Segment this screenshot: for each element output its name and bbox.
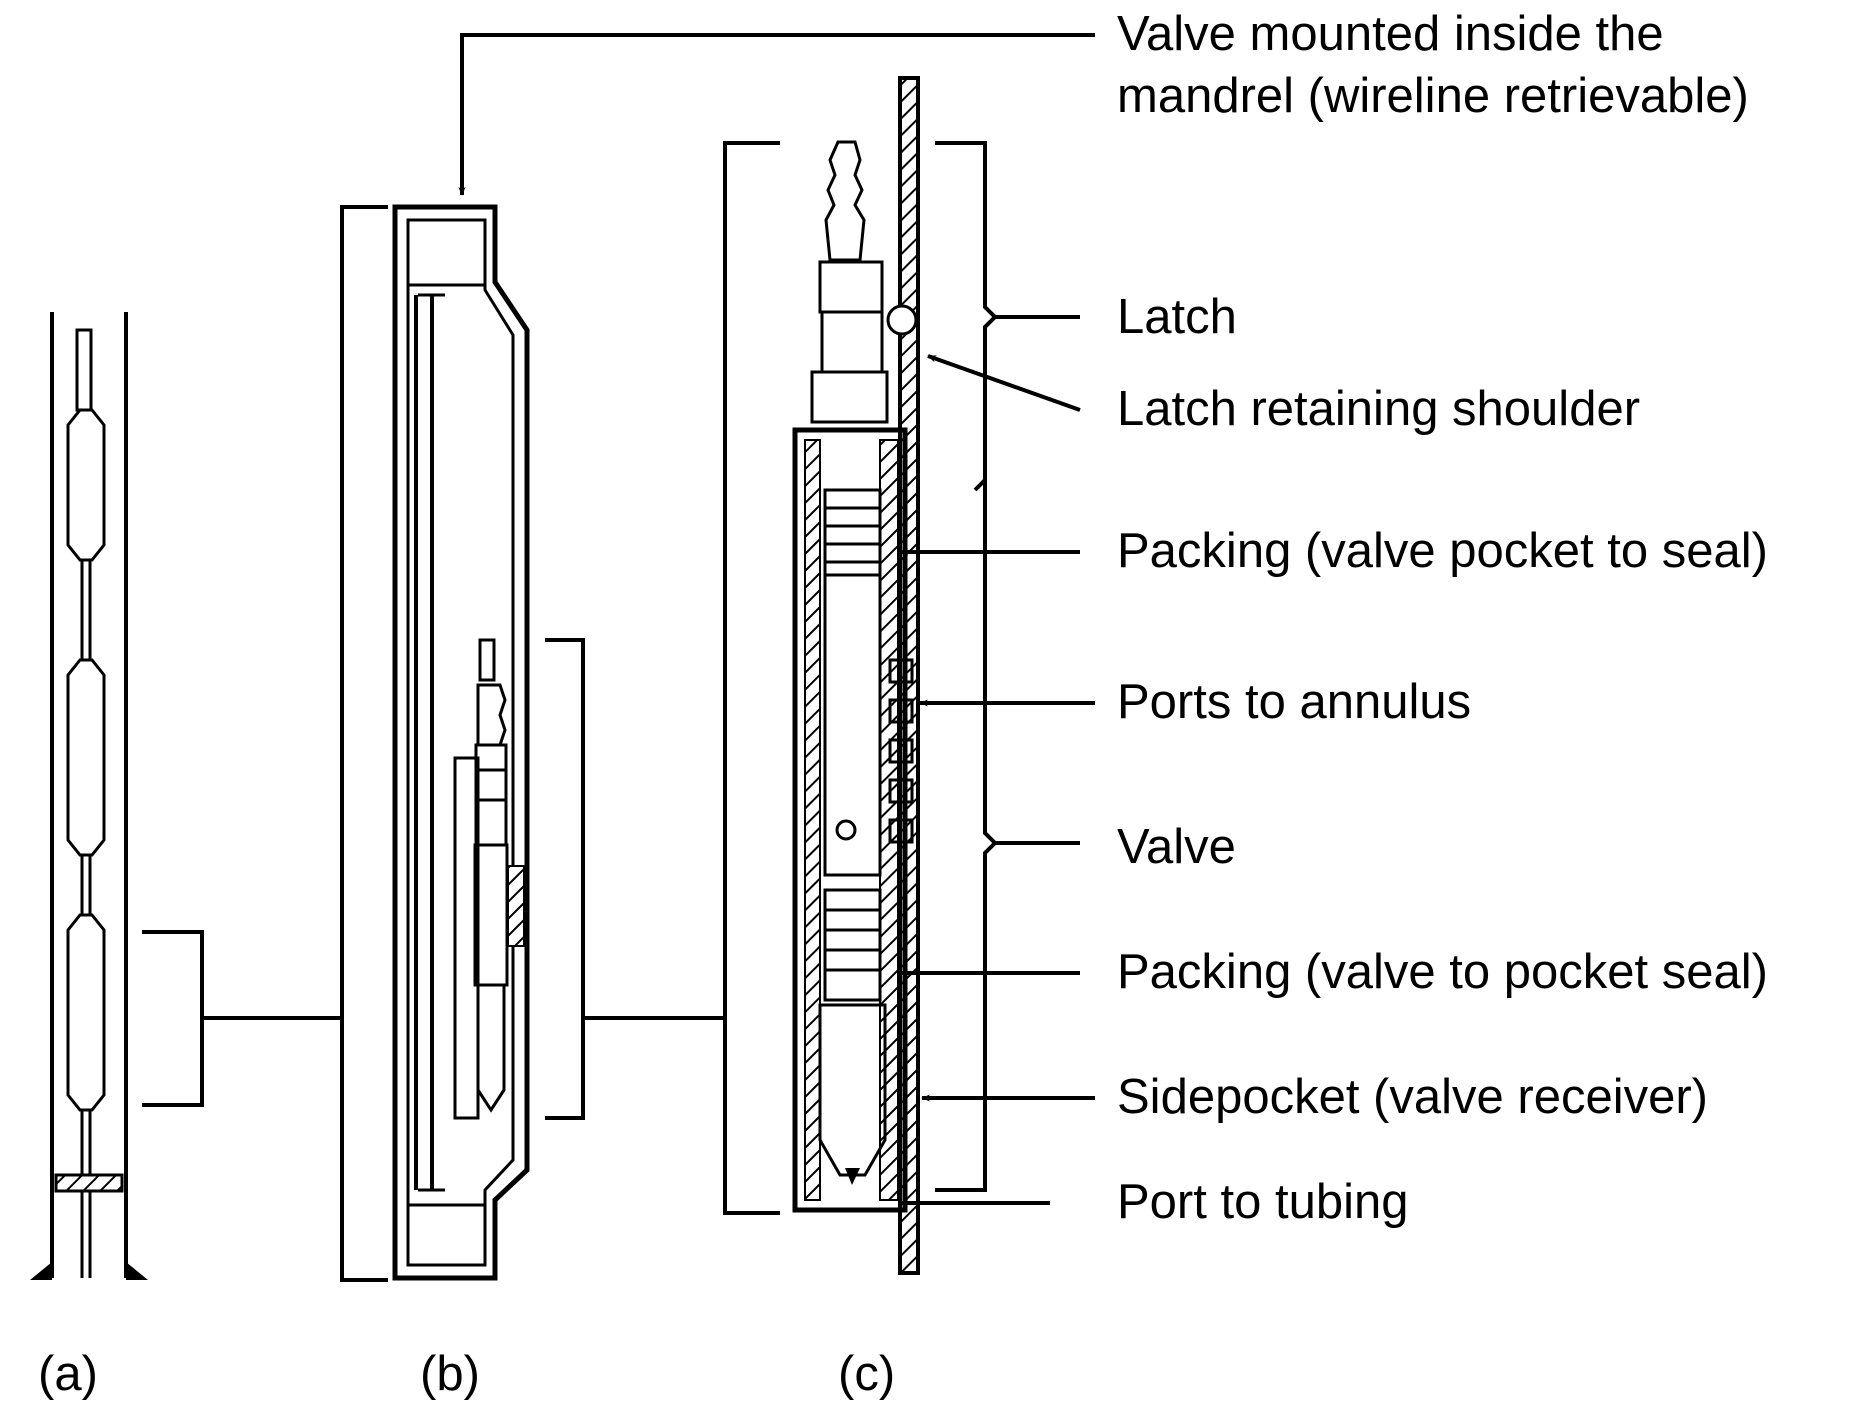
- panel-a-tubing-string: [30, 312, 342, 1280]
- panel-label-a: (a): [38, 1347, 98, 1401]
- panel-label-c: (c): [838, 1347, 895, 1401]
- panel-b-sidepocket-mandrel: [340, 204, 725, 1282]
- panel-label-b: (b): [420, 1347, 480, 1401]
- label-valve: Valve: [1117, 820, 1236, 874]
- label-port-to-tubing: Port to tubing: [1117, 1175, 1408, 1229]
- leader-lines: [458, 33, 1095, 1207]
- label-valve-mounted-line2: mandrel (wireline retrievable): [1117, 69, 1749, 123]
- label-latch-retaining-shoulder: Latch retaining shoulder: [1117, 382, 1640, 436]
- label-latch: Latch: [1117, 290, 1237, 344]
- label-packing-top: Packing (valve pocket to seal): [1117, 524, 1768, 578]
- label-ports-to-annulus: Ports to annulus: [1117, 675, 1471, 729]
- label-valve-mounted-line1: Valve mounted inside the: [1117, 7, 1664, 61]
- callout-labels: Valve mounted inside the mandrel (wireli…: [1117, 7, 1768, 1229]
- panel-labels: (a) (b) (c): [38, 1347, 895, 1401]
- label-sidepocket: Sidepocket (valve receiver): [1117, 1070, 1708, 1124]
- label-packing-bottom: Packing (valve to pocket seal): [1117, 945, 1768, 999]
- panel-c-valve-detail: [723, 76, 998, 1275]
